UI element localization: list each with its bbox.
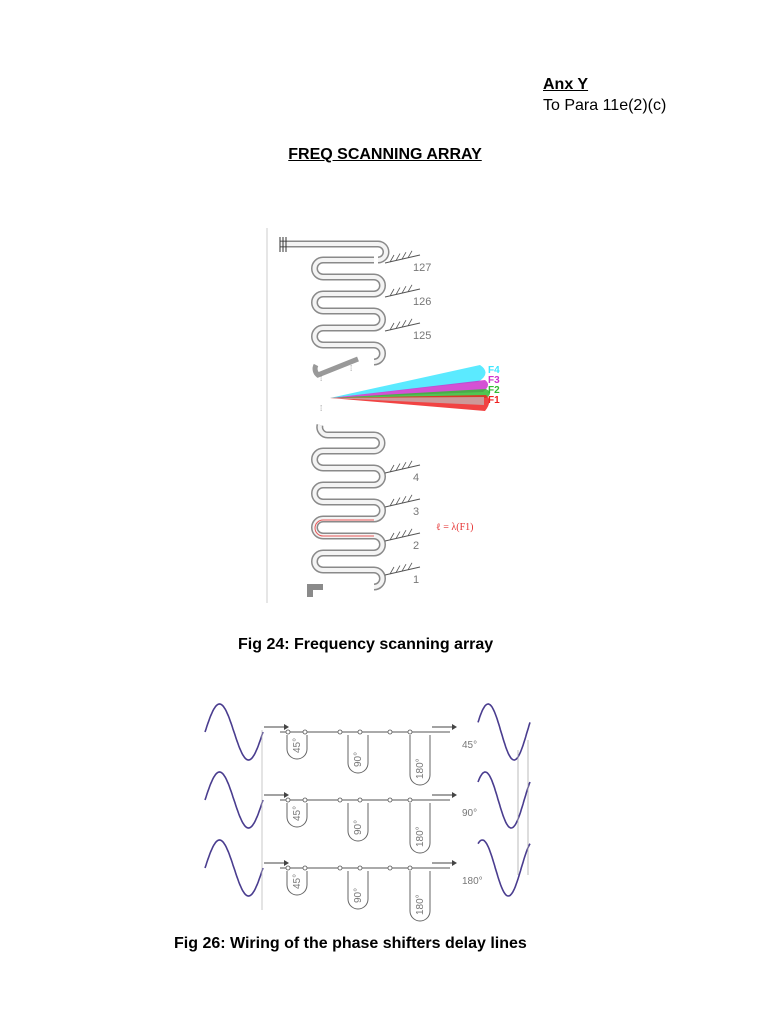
beam-label: F3 — [488, 375, 500, 386]
beam-label: F2 — [488, 385, 500, 396]
annex-reference: To Para 11e(2)(c) — [543, 97, 667, 114]
length-equation: ℓ = λ(F1) — [436, 522, 474, 533]
sine-wave — [204, 703, 264, 761]
sine-wave — [204, 839, 264, 897]
delay-line-label: 180° — [415, 894, 426, 915]
serpentine-waveguide: ⁞ ⁞ ⁞ — [279, 237, 390, 597]
element-label: 125 — [413, 330, 431, 342]
figure-26-caption: Fig 26: Wiring of the phase shifters del… — [174, 935, 527, 952]
phase-shifter-wiring-figure: 45° 90° 180° 45° 45° 90° 180° 90° 45° 90° 180° 180° — [204, 703, 531, 922]
beam-lobe — [330, 380, 489, 398]
element-label: 2 — [413, 540, 419, 552]
element-label: 127 — [413, 262, 431, 274]
beam-lobe — [330, 365, 486, 398]
beam-label: F4 — [488, 365, 500, 376]
delay-line-label: 90° — [353, 752, 364, 767]
element-label: 3 — [413, 506, 419, 518]
svg-text:⁞: ⁞ — [320, 374, 322, 383]
delay-line-label: 90° — [353, 820, 364, 835]
output-wave — [477, 703, 531, 761]
delay-line-label: 45° — [292, 806, 303, 821]
element-label: 1 — [413, 574, 419, 586]
sine-wave — [204, 771, 264, 829]
phase-output-label: 90° — [462, 808, 477, 819]
element-labels: 127 126 125 4 3 2 1 — [384, 250, 431, 586]
phase-row: 45° 90° 180° 90° — [204, 771, 531, 854]
phase-row: 45° 90° 180° 180° — [204, 839, 531, 922]
delay-line-label: 180° — [415, 826, 426, 847]
delay-line-label: 45° — [292, 874, 303, 889]
beam-label: F1 — [488, 395, 500, 406]
phase-shifter-rows: 45° 90° 180° 45° 45° 90° 180° 90° 45° 90° 180° 180° — [204, 703, 531, 922]
output-wave — [477, 771, 531, 829]
delay-line-label: 45° — [292, 738, 303, 753]
svg-text:⁞: ⁞ — [320, 404, 322, 413]
phase-output-label: 180° — [462, 876, 483, 887]
element-label: 126 — [413, 296, 431, 308]
phase-row: 45° 90° 180° 45° — [204, 703, 531, 786]
phase-output-label: 45° — [462, 740, 477, 751]
delay-line-label: 90° — [353, 888, 364, 903]
delay-line-label: 180° — [415, 758, 426, 779]
element-label: 4 — [413, 472, 419, 484]
svg-text:⁞: ⁞ — [350, 364, 352, 373]
figure-24-caption: Fig 24: Frequency scanning array — [238, 636, 494, 653]
annex-label: Anx Y — [543, 76, 589, 93]
output-wave — [477, 839, 531, 897]
page-title: FREQ SCANNING ARRAY — [288, 146, 482, 163]
